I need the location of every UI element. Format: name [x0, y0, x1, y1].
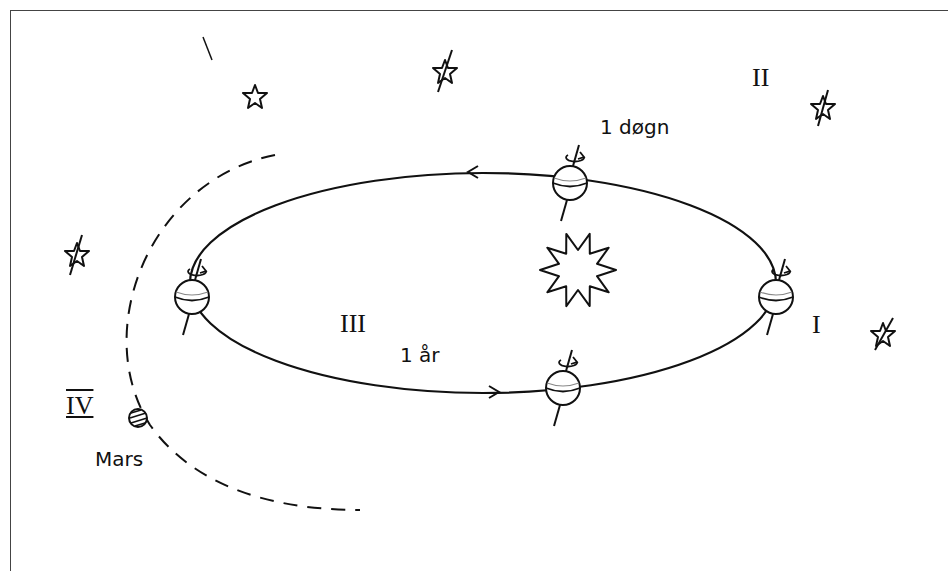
- planet-label: Mars: [93, 448, 145, 470]
- roman-numeral: II: [750, 64, 771, 93]
- roman-numeral: IV: [64, 392, 95, 421]
- orbit-label: 1 år: [398, 344, 442, 366]
- roman-numeral: III: [338, 310, 368, 339]
- roman-numeral: I: [810, 311, 823, 340]
- rotation-label: 1 døgn: [598, 116, 671, 138]
